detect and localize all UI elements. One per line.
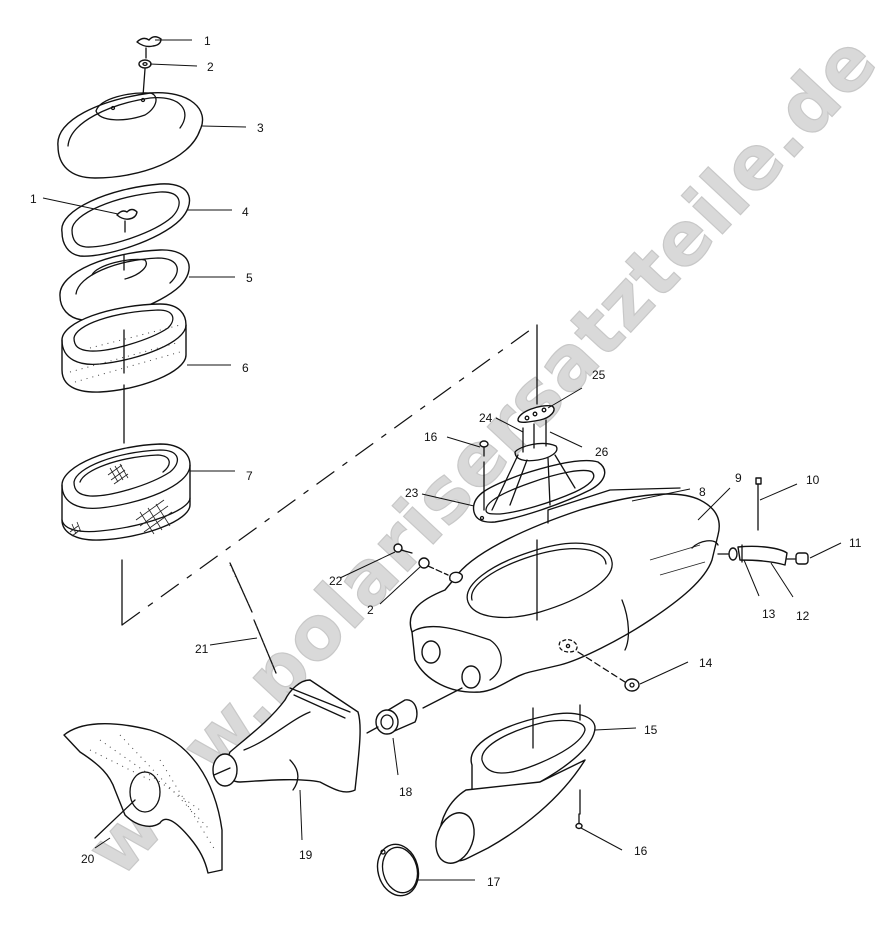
wing-nut-filter bbox=[116, 208, 138, 233]
callout-10: 10 bbox=[806, 473, 820, 487]
callout-8: 8 bbox=[699, 485, 706, 499]
callout-14: 14 bbox=[699, 656, 713, 670]
callout-16-boot: 16 bbox=[634, 844, 648, 858]
callout-17: 17 bbox=[487, 875, 501, 889]
pre-filter bbox=[61, 303, 187, 444]
wing-nut-top bbox=[136, 36, 162, 59]
callout-24: 24 bbox=[479, 411, 493, 425]
intake-duct bbox=[212, 679, 361, 793]
callout-20: 20 bbox=[81, 852, 95, 866]
grommet bbox=[577, 651, 640, 692]
air-filter-element bbox=[61, 443, 191, 541]
callout-1-filter: 1 bbox=[30, 192, 37, 206]
bolt bbox=[393, 543, 413, 554]
callout-2-airbox: 2 bbox=[367, 603, 374, 617]
screw-support bbox=[479, 440, 489, 511]
drain-hose bbox=[717, 544, 788, 566]
callout-5: 5 bbox=[246, 271, 253, 285]
filter-retainer bbox=[59, 249, 190, 321]
callout-25: 25 bbox=[592, 368, 606, 382]
intake-boot bbox=[435, 704, 596, 864]
callout-7: 7 bbox=[246, 469, 253, 483]
callout-4: 4 bbox=[242, 205, 249, 219]
drain-clamp bbox=[755, 477, 762, 531]
callout-9: 9 bbox=[735, 471, 742, 485]
foam-seal bbox=[63, 722, 223, 874]
assembly-dash-line bbox=[121, 324, 538, 626]
callout-18: 18 bbox=[399, 785, 413, 799]
cover-seal bbox=[61, 183, 191, 257]
callout-13: 13 bbox=[762, 607, 776, 621]
air-box-cover bbox=[57, 92, 204, 179]
hose-clamp bbox=[376, 843, 420, 897]
callout-2-top: 2 bbox=[207, 60, 214, 74]
callout-15: 15 bbox=[644, 723, 658, 737]
support-plate bbox=[517, 379, 555, 423]
callout-12: 12 bbox=[796, 609, 810, 623]
callout-23: 23 bbox=[405, 486, 419, 500]
callout-22: 22 bbox=[329, 574, 343, 588]
screw-boot bbox=[575, 789, 583, 830]
leader-lines bbox=[42, 39, 842, 881]
strap bbox=[229, 562, 277, 674]
drain-plug bbox=[786, 552, 809, 565]
washer-top bbox=[138, 59, 152, 97]
callout-6: 6 bbox=[242, 361, 249, 375]
callout-26: 26 bbox=[595, 445, 609, 459]
callout-11: 11 bbox=[849, 536, 862, 550]
callout-1-top: 1 bbox=[204, 34, 211, 48]
adapter bbox=[366, 687, 463, 735]
callout-21: 21 bbox=[195, 642, 209, 656]
callout-3: 3 bbox=[257, 121, 264, 135]
callout-16-support: 16 bbox=[424, 430, 438, 444]
callout-labels: 1 2 3 1 4 5 6 7 8 9 10 11 12 13 14 15 16… bbox=[30, 34, 862, 889]
mesh-hatch bbox=[69, 463, 173, 537]
filter-support bbox=[472, 442, 606, 523]
air-box bbox=[409, 487, 720, 693]
washer-airbox bbox=[418, 557, 449, 576]
callout-19: 19 bbox=[299, 848, 313, 862]
